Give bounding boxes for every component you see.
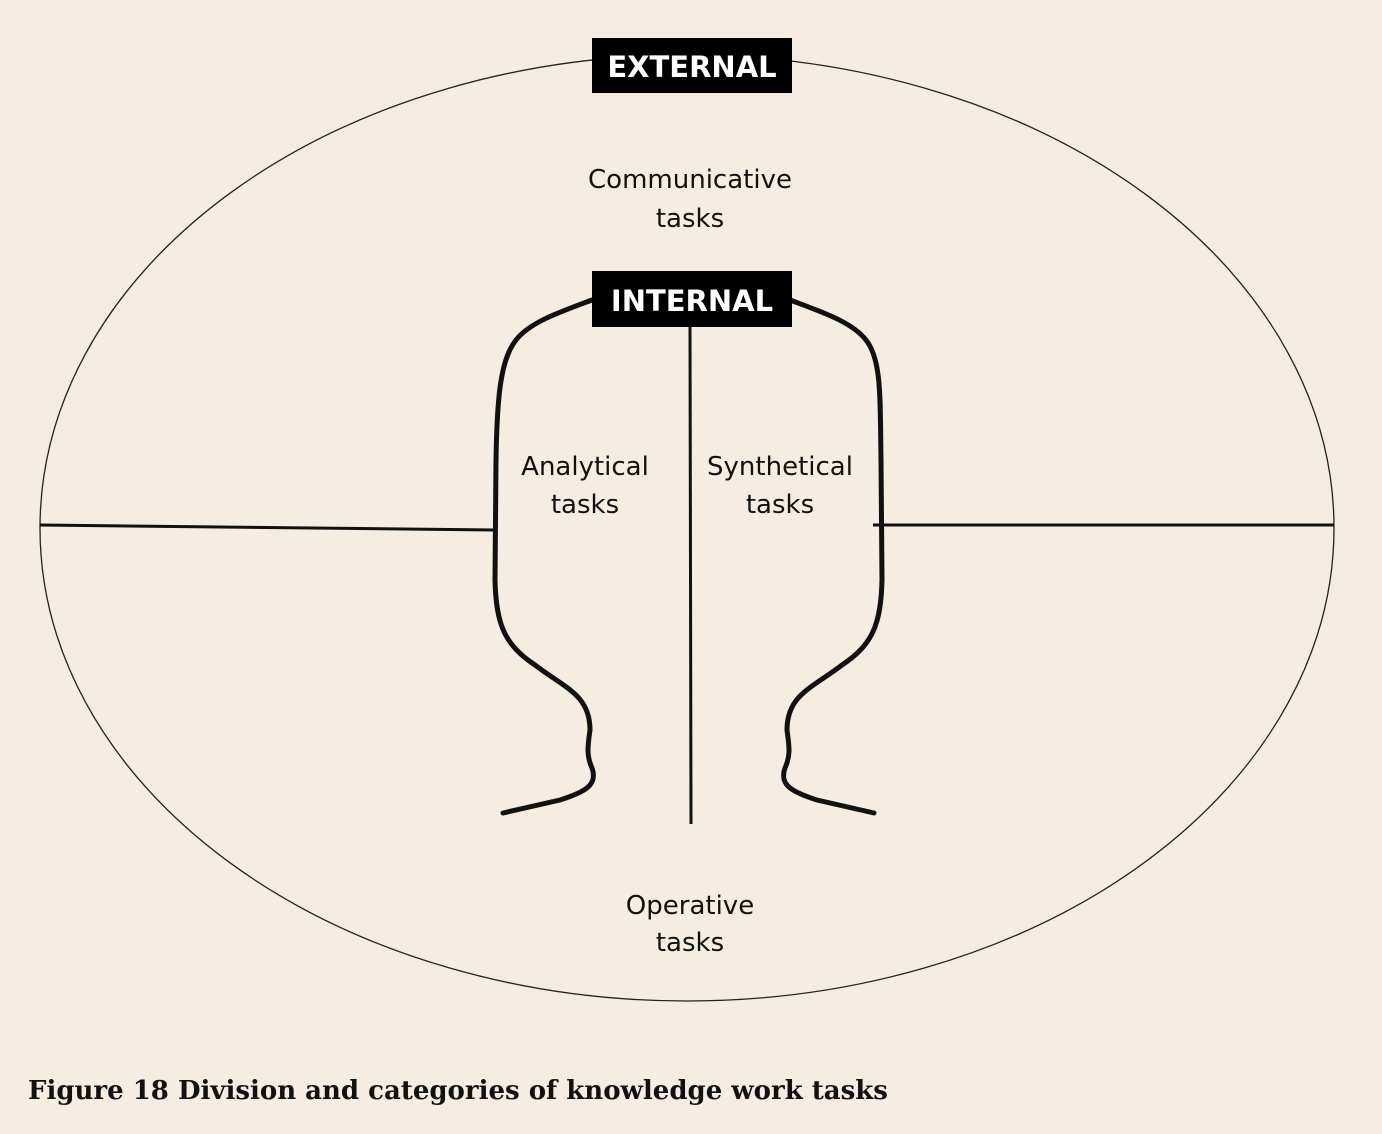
- figure-caption: Figure 18 Division and categories of kno…: [28, 1076, 888, 1106]
- external-box: [592, 38, 792, 93]
- head-outline-right: [781, 297, 885, 816]
- operative-label-line1: Operative: [626, 891, 754, 921]
- synthetical-label-line2: tasks: [746, 490, 814, 520]
- internal-box: [592, 271, 792, 327]
- left-divider-line: [39, 523, 495, 532]
- external-label: EXTERNAL: [607, 50, 776, 84]
- communicative-label-line2: tasks: [656, 204, 724, 234]
- operative-label-line2: tasks: [656, 928, 724, 958]
- internal-label: INTERNAL: [611, 284, 773, 318]
- head-outline-left: [492, 297, 596, 816]
- analytical-label-line2: tasks: [551, 490, 619, 520]
- synthetical-label-line1: Synthetical: [707, 452, 853, 482]
- analytical-label-line1: Analytical: [521, 452, 649, 482]
- center-vertical-line: [688, 326, 693, 825]
- communicative-label-line1: Communicative: [588, 165, 792, 195]
